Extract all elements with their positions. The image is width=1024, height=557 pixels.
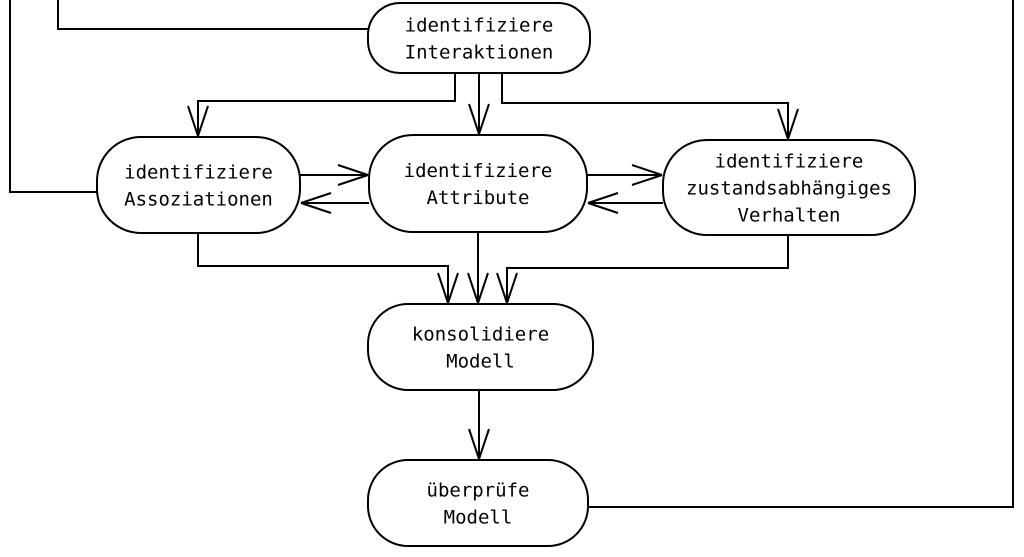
node-shape-identifiziere-assoziationen — [96, 136, 301, 234]
node-shape-identifiziere-interaktionen — [367, 2, 591, 74]
edge-line-assoziationen-to-konsolidiere — [197, 233, 449, 303]
edge-konsolidiere-to-ueberpruefe — [468, 390, 490, 460]
edge-line-interaktionen-to-verhalten — [501, 73, 789, 139]
arrowhead-konsolidiere-to-ueberpruefe-leg1 — [468, 428, 480, 460]
node-label-line-identifiziere-assoziationen-2: Assoziationen — [124, 189, 273, 211]
arrowhead-assoziationen-to-attribute-leg1 — [337, 174, 369, 186]
edge-ueberpruefe-feedback-out — [588, 0, 1014, 508]
node-label-line-identifiziere-attribute-1: identifiziere — [404, 160, 553, 182]
edge-attribute-to-assoziationen — [300, 192, 369, 214]
edge-line-interaktionen-to-assoziationen — [197, 73, 456, 136]
arrowhead-interaktionen-to-verhalten-leg1 — [777, 108, 789, 140]
edge-assoziationen-to-attribute — [300, 164, 369, 186]
node-label-line-identifiziere-zustandsabhaengiges-verhalten-1: identifiziere — [715, 151, 864, 173]
arrowhead-assoziationen-to-konsolidiere-leg2 — [447, 272, 459, 304]
arrowhead-interaktionen-to-attribute-leg2 — [478, 103, 490, 135]
edge-interaktionen-to-verhalten — [501, 73, 799, 140]
edge-verhalten-to-konsolidiere — [496, 235, 789, 304]
node-label-line-konsolidiere-modell-1: konsolidiere — [412, 324, 549, 346]
node-label-line-identifiziere-zustandsabhaengiges-verhalten-2: zustandsabhängiges — [686, 178, 892, 200]
node-label-line-identifiziere-attribute-2: Attribute — [427, 187, 530, 209]
node-shape-identifiziere-zustandsabhaengiges-verhalten — [662, 139, 916, 236]
node-label-line-identifiziere-interaktionen-2: Interaktionen — [405, 42, 554, 64]
arrowhead-verhalten-to-attribute-leg2 — [587, 202, 619, 214]
node-label-line-ueberpruefe-modell-2: Modell — [444, 507, 513, 529]
arrowhead-verhalten-to-konsolidiere-leg2 — [506, 272, 518, 304]
edge-verhalten-to-attribute — [587, 192, 663, 214]
node-shape-konsolidiere-modell — [367, 303, 594, 391]
arrowhead-interaktionen-to-assoziationen-leg2 — [197, 105, 209, 137]
node-label-line-identifiziere-zustandsabhaengiges-verhalten-3: Verhalten — [738, 205, 841, 227]
node-label-line-identifiziere-interaktionen-1: identifiziere — [405, 15, 554, 37]
arrowhead-interaktionen-to-verhalten-leg2 — [787, 108, 799, 140]
node-shape-ueberpruefe-modell — [367, 459, 589, 547]
edge-interaktionen-to-assoziationen — [187, 73, 456, 137]
arrowhead-attribute-to-konsolidiere-leg1 — [467, 272, 479, 304]
arrowhead-assoziationen-to-konsolidiere-leg1 — [437, 272, 449, 304]
node-label-line-identifiziere-assoziationen-1: identifiziere — [124, 162, 273, 184]
arrowhead-interaktionen-to-assoziationen-leg1 — [187, 105, 199, 137]
node-shape-identifiziere-attribute — [368, 134, 588, 233]
arrowhead-attribute-to-konsolidiere-leg2 — [477, 272, 489, 304]
edge-assoziationen-to-konsolidiere — [197, 233, 459, 304]
arrowhead-assoziationen-to-attribute-leg2 — [337, 164, 369, 176]
edge-line-verhalten-to-konsolidiere — [506, 235, 789, 303]
edge-line-ueberpruefe-feedback-out — [588, 0, 1014, 508]
edge-feedback-into-interaktionen — [57, 0, 369, 30]
arrowhead-verhalten-to-konsolidiere-leg1 — [496, 272, 508, 304]
edge-feedback-into-assoziationen — [9, 0, 97, 193]
arrowhead-verhalten-to-attribute-leg1 — [587, 192, 619, 204]
edge-line-feedback-into-assoziationen — [9, 0, 97, 193]
arrowhead-interaktionen-to-attribute-leg1 — [468, 103, 480, 135]
edge-attribute-to-konsolidiere — [467, 232, 489, 304]
arrowhead-attribute-to-assoziationen-leg1 — [300, 192, 332, 204]
edge-interaktionen-to-attribute — [468, 73, 490, 135]
edge-line-feedback-into-interaktionen — [57, 0, 369, 30]
arrowhead-attribute-to-verhalten-leg1 — [631, 174, 663, 186]
node-label-line-konsolidiere-modell-2: Modell — [446, 351, 515, 373]
arrowhead-attribute-to-assoziationen-leg2 — [300, 202, 332, 214]
arrowhead-konsolidiere-to-ueberpruefe-leg2 — [478, 428, 490, 460]
arrowhead-attribute-to-verhalten-leg2 — [631, 164, 663, 176]
edge-attribute-to-verhalten — [587, 164, 663, 186]
node-label-line-ueberpruefe-modell-1: überprüfe — [427, 480, 530, 502]
